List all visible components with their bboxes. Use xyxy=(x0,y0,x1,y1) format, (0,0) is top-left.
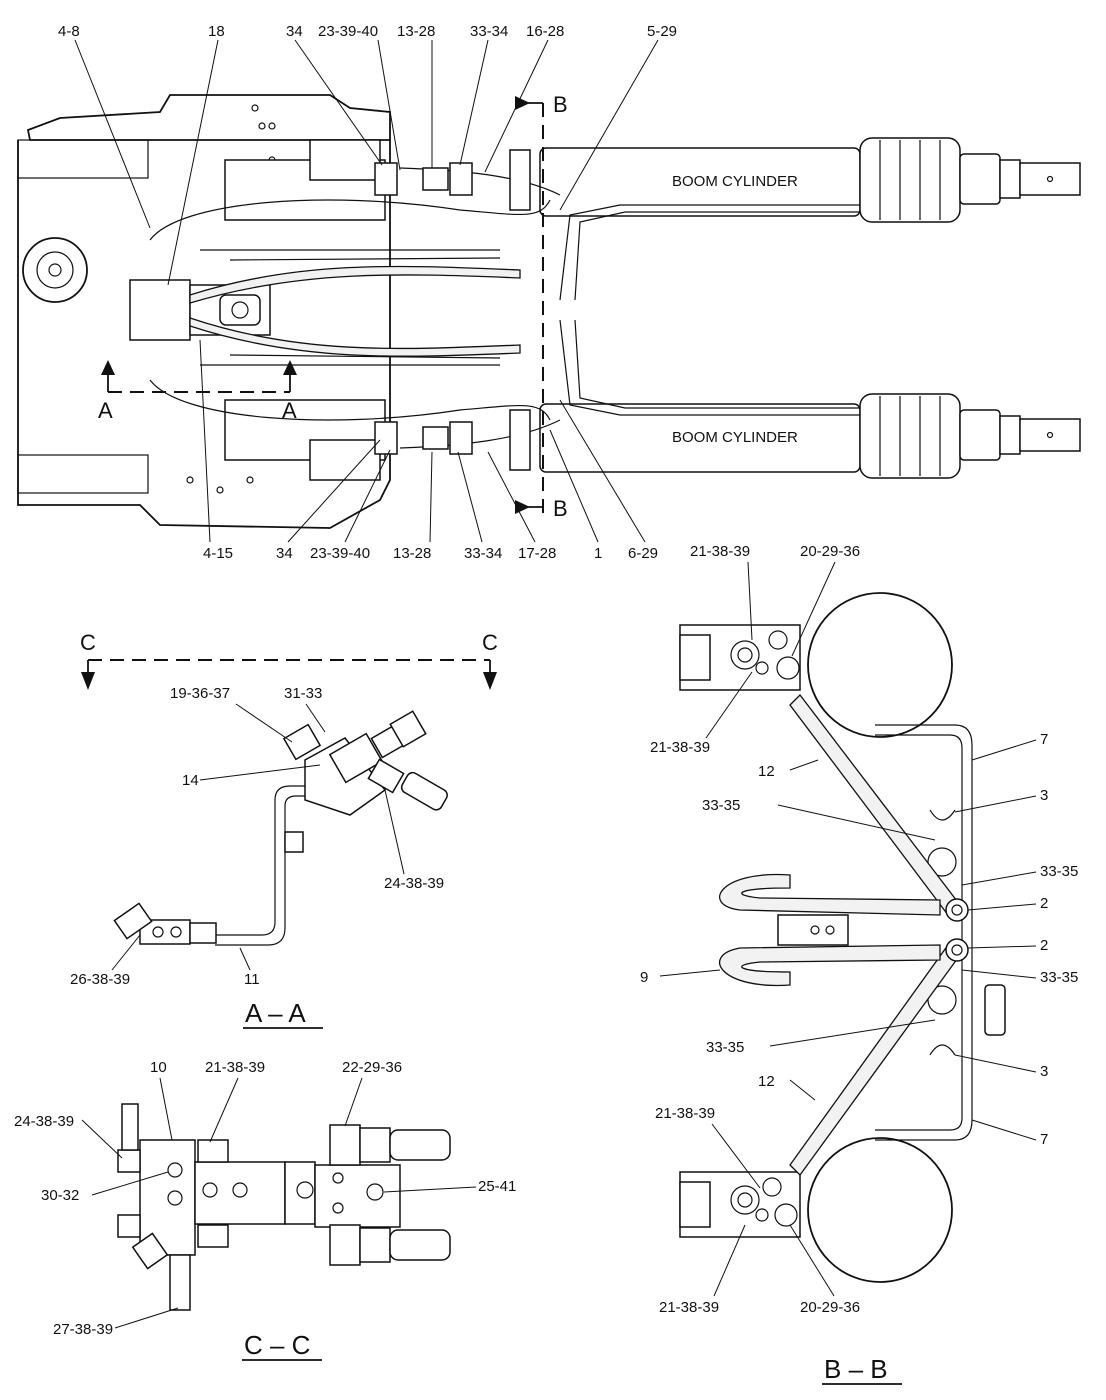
callout-top-4: 13-28 xyxy=(397,23,435,40)
callout-bottom-2: 23-39-40 xyxy=(310,545,370,562)
cylinder-label-lower: BOOM CYLINDER xyxy=(672,429,798,446)
aa-callout-4: 26-38-39 xyxy=(70,971,130,988)
callout-bottom-5: 17-28 xyxy=(518,545,556,562)
cylinder-section-upper xyxy=(807,592,953,738)
section-b-arrow-top xyxy=(515,96,530,110)
callout-bottom-3: 13-28 xyxy=(393,545,431,562)
frame-bottom-rail xyxy=(17,454,149,494)
bb-right-callout-5: 2 xyxy=(1040,937,1048,954)
section-a-arrow-right xyxy=(283,360,297,375)
callout-top-7: 5-29 xyxy=(647,23,677,40)
hose-9-upper xyxy=(719,873,941,916)
bb-right-callout-1: 7 xyxy=(1040,731,1048,748)
cc-callout-0: 10 xyxy=(150,1059,167,1076)
section-c-marker-left: C xyxy=(80,630,96,655)
swing-circle xyxy=(22,237,88,303)
hose-9-lower xyxy=(719,944,941,987)
callout-top-1: 18 xyxy=(208,23,225,40)
bb-left-callout-5: 33-35 xyxy=(706,1039,744,1056)
aa-leaders xyxy=(111,703,405,971)
section-a-marker-right: A xyxy=(282,398,297,423)
fittings xyxy=(374,149,531,471)
top-view: BOOM CYLINDER BOOM CYLINDER xyxy=(17,23,1081,562)
section-aa: C C 19-36-37 31-33 14 24-38-39 26-38-39 … xyxy=(70,630,498,1029)
cylinder-section-lower xyxy=(807,1137,953,1283)
section-c-arrow-right xyxy=(483,672,497,690)
callout-top-5: 33-34 xyxy=(470,23,508,40)
bb-left-callout-3: 33-35 xyxy=(702,797,740,814)
bb-right-callout-3: 33-35 xyxy=(1040,863,1078,880)
bottom-leaders xyxy=(199,339,646,543)
frame-body xyxy=(17,140,391,529)
bb-left-callout-8: 21-38-39 xyxy=(659,1299,719,1316)
aa-callout-0: 19-36-37 xyxy=(170,685,230,702)
aa-callout-3: 24-38-39 xyxy=(384,875,444,892)
section-bb-title: B – B xyxy=(824,1354,888,1384)
cylinder-tubes xyxy=(559,204,860,416)
callout-top-0: 4-8 xyxy=(58,23,80,40)
cc-callout-4: 30-32 xyxy=(41,1187,79,1204)
section-bb: 21-38-39 21-38-39 12 33-35 9 33-35 12 21… xyxy=(640,543,1078,1385)
bb-right-callout-0: 20-29-36 xyxy=(800,543,860,560)
bb-right-callout-7: 3 xyxy=(1040,1063,1048,1080)
bb-left-callout-7: 21-38-39 xyxy=(655,1105,715,1122)
bb-left-callout-4: 9 xyxy=(640,969,648,986)
aa-callout-5: 11 xyxy=(244,971,260,988)
pin-housings xyxy=(224,139,386,481)
top-leaders xyxy=(74,39,659,286)
frame-outline xyxy=(26,94,391,141)
boom-cylinder-upper: BOOM CYLINDER xyxy=(539,137,1081,223)
section-cc: 10 21-38-39 22-29-36 24-38-39 30-32 25-4… xyxy=(14,1059,516,1361)
callout-bottom-1: 34 xyxy=(276,545,293,562)
bb-left-callout-2: 12 xyxy=(758,763,775,780)
bb-right-callout-8: 7 xyxy=(1040,1131,1048,1148)
bb-left-callout-0: 21-38-39 xyxy=(690,543,750,560)
bb-right-callout-6: 33-35 xyxy=(1040,969,1078,986)
bb-left-callout-6: 12 xyxy=(758,1073,775,1090)
bb-right-callout-4: 2 xyxy=(1040,895,1048,912)
callout-top-3: 23-39-40 xyxy=(318,23,378,40)
section-b-marker-bottom: B xyxy=(553,496,568,521)
aa-callout-2: 14 xyxy=(182,772,199,789)
cc-callout-5: 25-41 xyxy=(478,1178,516,1195)
bb-right-callout-9: 20-29-36 xyxy=(800,1299,860,1316)
section-a-arrow-left xyxy=(101,360,115,375)
bracket-7 xyxy=(875,724,973,1141)
cc-callout-6: 27-38-39 xyxy=(53,1321,113,1338)
section-aa-title: A – A xyxy=(245,998,306,1028)
callout-top-6: 16-28 xyxy=(526,23,564,40)
section-c-arrow-left xyxy=(81,672,95,690)
tube-12-upper xyxy=(789,694,961,916)
bb-left-callout-1: 21-38-39 xyxy=(650,739,710,756)
boom-cylinder-lower: BOOM CYLINDER xyxy=(539,393,1081,479)
cc-callout-3: 24-38-39 xyxy=(14,1113,74,1130)
section-c-marker-right: C xyxy=(482,630,498,655)
cylinder-label-upper: BOOM CYLINDER xyxy=(672,173,798,190)
cc-leaders xyxy=(81,1077,477,1329)
section-b-marker-top: B xyxy=(553,92,568,117)
aa-callout-1: 31-33 xyxy=(284,685,322,702)
cc-callout-2: 22-29-36 xyxy=(342,1059,402,1076)
callout-bottom-6: 1 xyxy=(594,545,602,562)
hose-runs xyxy=(149,167,561,449)
section-cc-title: C – C xyxy=(244,1330,310,1360)
tube-11 xyxy=(215,785,310,936)
callout-top-2: 34 xyxy=(286,23,303,40)
callout-bottom-4: 33-34 xyxy=(464,545,502,562)
swing-inner xyxy=(36,251,74,289)
section-a-marker-left: A xyxy=(98,398,113,423)
clamp-3 xyxy=(929,809,956,1056)
callout-bottom-7: 6-29 xyxy=(628,545,658,562)
frame-top-rail xyxy=(17,139,149,179)
cc-callout-1: 21-38-39 xyxy=(205,1059,265,1076)
swing-hub xyxy=(48,263,62,277)
bb-leaders xyxy=(659,561,1037,1297)
bb-right-callout-2: 3 xyxy=(1040,787,1048,804)
callout-bottom-0: 4-15 xyxy=(203,545,233,562)
